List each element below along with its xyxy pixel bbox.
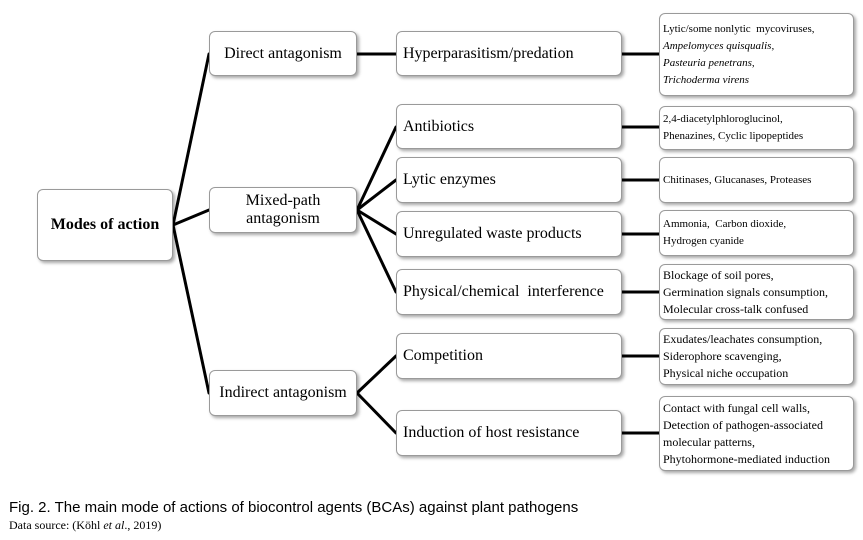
example-line: Molecular cross-talk confused <box>663 301 809 316</box>
connector-mixed-waste <box>355 208 398 236</box>
figure-caption: Fig. 2. The main mode of actions of bioc… <box>9 499 579 516</box>
connector-mixed-physical <box>355 208 398 294</box>
connector-indirect-competition <box>355 354 398 395</box>
source-prefix: Data source: (Köhl <box>9 518 104 532</box>
source-etal: et al <box>103 518 125 532</box>
category-indirect-antagonism: Indirect antagonism <box>209 370 357 416</box>
example-line: Pasteuria penetrans, <box>663 56 755 69</box>
example-line: Phytohormone-mediated induction <box>663 451 830 466</box>
data-source: Data source: (Köhl et al., 2019) <box>9 518 161 533</box>
example-line: molecular patterns, <box>663 434 755 449</box>
connector-root-direct <box>171 52 211 227</box>
mechanism-label: Hyperparasitism/predation <box>403 44 574 62</box>
example-line: Chitinases, Glucanases, Proteases <box>663 173 812 186</box>
mechanism-unregulated-waste: Unregulated waste products <box>396 211 622 257</box>
category-direct-antagonism: Direct antagonism <box>209 31 357 76</box>
mechanism-antibiotics: Antibiotics <box>396 104 622 149</box>
example-line: Physical niche occupation <box>663 366 789 380</box>
mechanism-label: Unregulated waste products <box>403 225 582 242</box>
examples-antibiotics: 2,4-diacetylphloroglucinol, Phenazines, … <box>659 106 854 150</box>
example-line: Ampelomyces quisqualis, <box>663 39 775 52</box>
connector-indirect-induction <box>355 391 398 435</box>
example-line: Siderophore scavenging, <box>663 349 782 363</box>
connector-root-indirect <box>171 223 211 395</box>
root-label: Modes of action <box>50 216 160 233</box>
examples-hyperparasitism: Lytic/some nonlytic mycoviruses, Ampelom… <box>659 13 854 96</box>
connector-root-mixed <box>171 208 211 227</box>
source-suffix: ., 2019) <box>124 518 162 532</box>
examples-physical-interference: Blockage of soil pores, Germination sign… <box>659 264 854 320</box>
example-line: Exudates/leachates consumption, <box>663 332 823 346</box>
example-line: Germination signals consumption, <box>663 284 828 299</box>
category-label: Mixed-path antagonism <box>245 192 321 227</box>
mechanism-label: Induction of host resistance <box>403 424 580 441</box>
example-line: 2,4-diacetylphloroglucinol, <box>663 113 783 125</box>
examples-competition: Exudates/leachates consumption, Sideroph… <box>659 328 854 385</box>
mechanism-label: Physical/chemical interference <box>403 283 604 300</box>
category-label: Indirect antagonism <box>219 384 347 401</box>
mechanism-competition: Competition <box>396 333 622 379</box>
mechanism-host-resistance: Induction of host resistance <box>396 410 622 456</box>
root-node: Modes of action <box>37 189 173 261</box>
example-line: Hydrogen cyanide <box>663 235 744 247</box>
example-line: Blockage of soil pores, <box>663 267 774 282</box>
mechanism-physical-chemical: Physical/chemical interference <box>396 269 622 315</box>
mechanism-label: Antibiotics <box>403 117 475 135</box>
example-line: Detection of pathogen-associated <box>663 417 823 432</box>
example-line: Ammonia, Carbon dioxide, <box>663 218 787 230</box>
examples-waste-products: Ammonia, Carbon dioxide, Hydrogen cyanid… <box>659 210 854 256</box>
category-mixed-path-antagonism: Mixed-path antagonism <box>209 187 357 233</box>
example-line: Trichoderma virens <box>663 73 750 86</box>
example-line: Lytic/some nonlytic mycoviruses, <box>663 22 815 35</box>
example-line: Phenazines, Cyclic lipopeptides <box>663 130 804 142</box>
mechanism-label: Competition <box>403 347 483 364</box>
connector-mixed-antibiotics <box>355 125 398 212</box>
mechanism-lytic-enzymes: Lytic enzymes <box>396 157 622 203</box>
mechanism-hyperparasitism: Hyperparasitism/predation <box>396 31 622 76</box>
mechanism-label: Lytic enzymes <box>403 171 496 188</box>
example-line: Contact with fungal cell walls, <box>663 400 810 415</box>
connector-mixed-lytic <box>355 178 398 212</box>
category-label: Direct antagonism <box>224 44 342 62</box>
examples-lytic-enzymes: Chitinases, Glucanases, Proteases <box>659 157 854 203</box>
examples-host-resistance: Contact with fungal cell walls, Detectio… <box>659 396 854 471</box>
